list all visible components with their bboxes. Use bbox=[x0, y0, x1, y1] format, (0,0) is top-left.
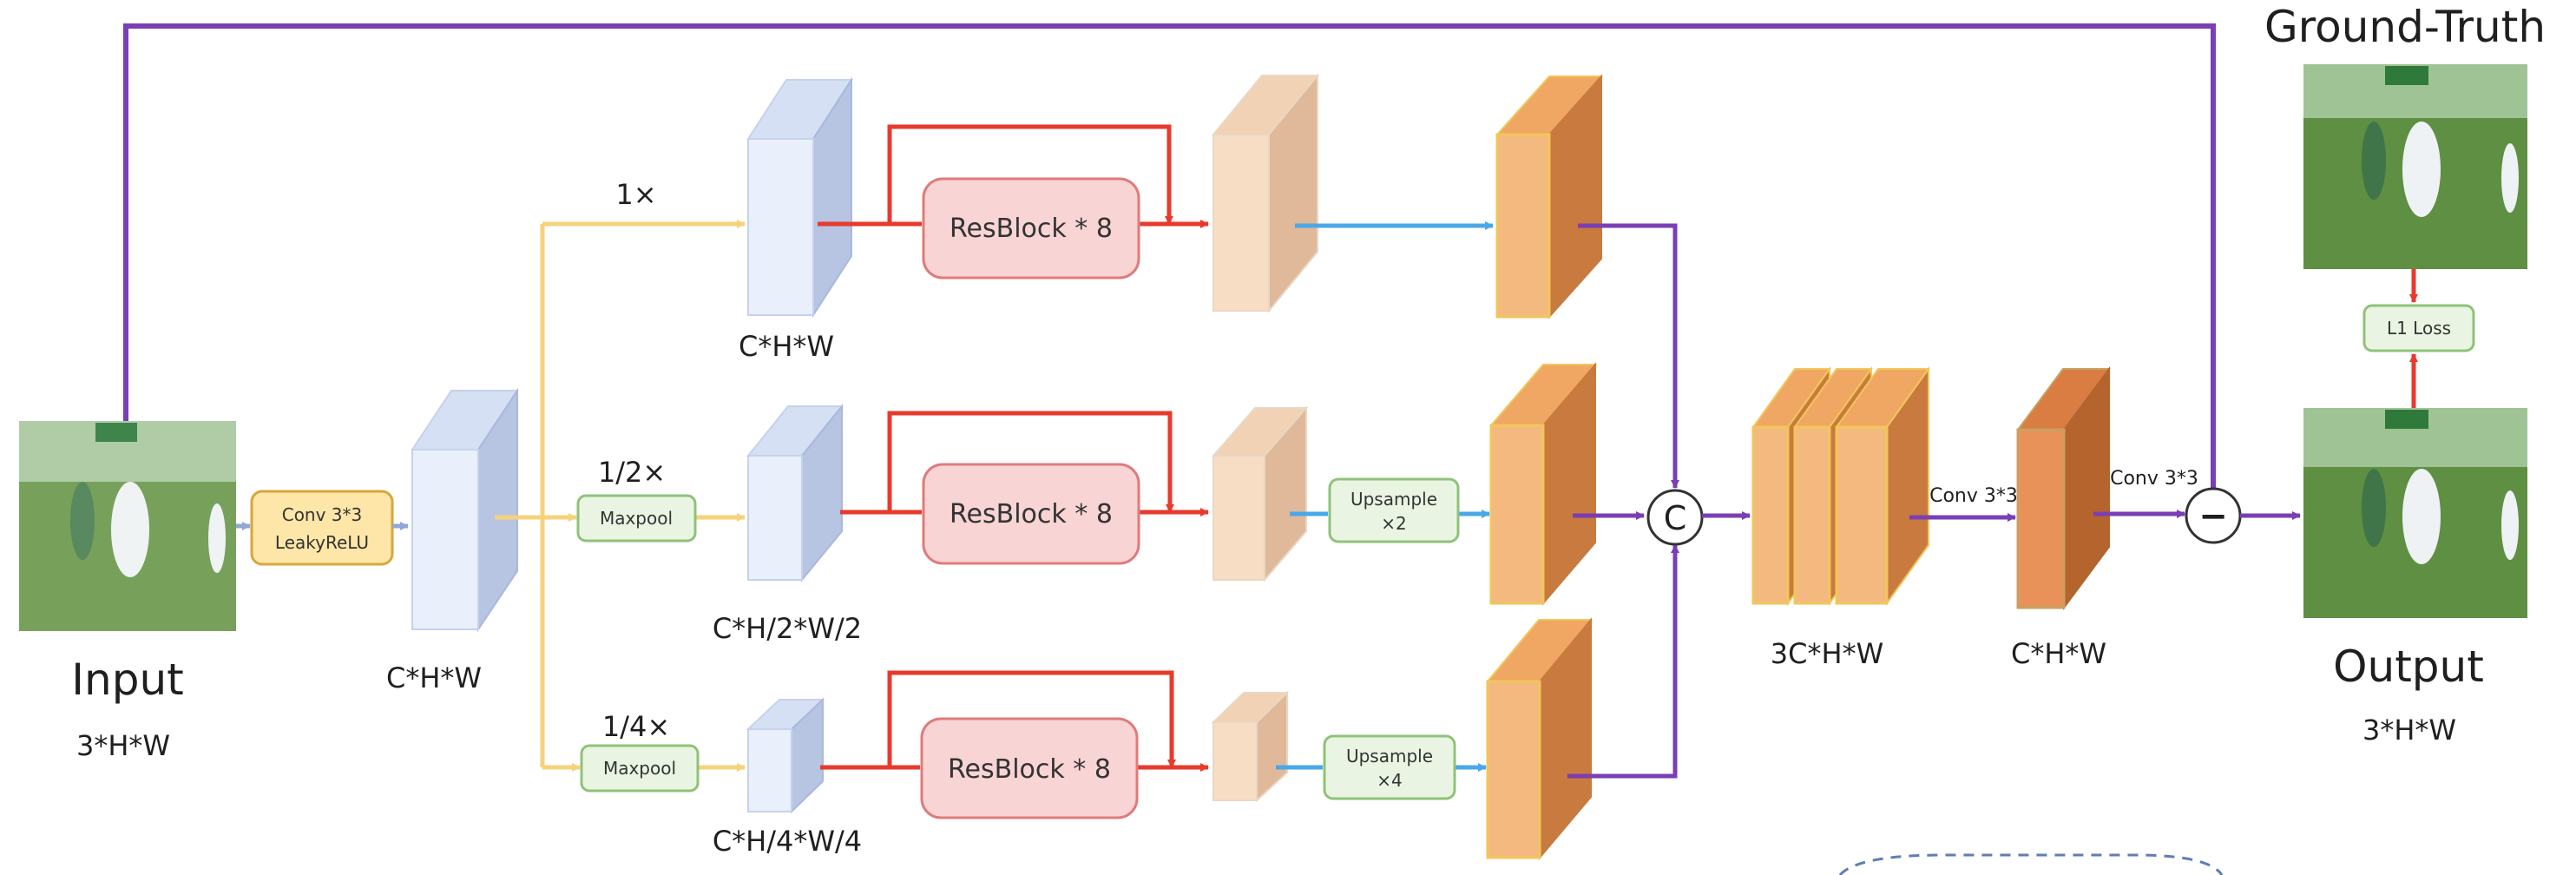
resblock-label-3: ResBlock * 8 bbox=[948, 754, 1111, 785]
output-image bbox=[2303, 408, 2527, 618]
concat-node: C bbox=[1646, 489, 1704, 546]
upsample-x4-line2: ×4 bbox=[1377, 770, 1402, 791]
conv-label-1: Conv 3*3 bbox=[1929, 485, 2018, 507]
final-feature-dims: C*H*W bbox=[2011, 637, 2106, 670]
resblock-label-2: ResBlock * 8 bbox=[950, 499, 1113, 530]
scale-label-quarter: 1/4× bbox=[602, 710, 670, 743]
branch3-resblock-output bbox=[1211, 690, 1290, 803]
maxpool-label-2: Maxpool bbox=[603, 758, 676, 779]
branch2-upsampled-block bbox=[1488, 362, 1598, 606]
resblock-box-3: ResBlock * 8 bbox=[920, 717, 1139, 819]
branch3-dims: C*H/4*W/4 bbox=[713, 825, 862, 858]
conv-leakyrelu-box: Conv 3*3 LeakyReLU bbox=[250, 490, 394, 566]
branch1-upsampled-block bbox=[1495, 74, 1604, 319]
conv-box-line1: Conv 3*3 bbox=[282, 504, 363, 525]
branch1-input-block bbox=[746, 76, 853, 319]
resblock-box-2: ResBlock * 8 bbox=[922, 463, 1140, 565]
maxpool-label-1: Maxpool bbox=[600, 508, 673, 529]
subtract-symbol: − bbox=[2198, 497, 2228, 536]
upsample-x2-box: Upsample ×2 bbox=[1328, 477, 1460, 543]
input-dims: 3*H*W bbox=[76, 729, 170, 762]
arrow-branch1-concat bbox=[1578, 223, 1679, 489]
output-dims: 3*H*W bbox=[2362, 714, 2456, 747]
ground-truth-image bbox=[2303, 64, 2527, 269]
branch1-resblock-output bbox=[1211, 73, 1320, 313]
dashed-outline-partial bbox=[1838, 853, 2224, 875]
upsample-x4-line1: Upsample bbox=[1346, 746, 1433, 766]
input-image bbox=[19, 421, 236, 631]
upsample-x2-line2: ×2 bbox=[1381, 513, 1406, 534]
l1-loss-label: L1 Loss bbox=[2387, 318, 2451, 339]
conv-box-line2: LeakyReLU bbox=[275, 532, 369, 553]
concat-dims: 3C*H*W bbox=[1771, 637, 1883, 670]
resblock-path-3 bbox=[820, 670, 1209, 772]
resblock-label-1: ResBlock * 8 bbox=[950, 214, 1113, 244]
first-feature-dims: C*H*W bbox=[386, 661, 482, 694]
resblock-path-2 bbox=[840, 411, 1209, 516]
branch1-dims: C*H*W bbox=[739, 330, 834, 363]
concat-symbol: C bbox=[1664, 499, 1687, 537]
branch2-resblock-output bbox=[1211, 405, 1309, 582]
maxpool-box-2: Maxpool bbox=[580, 744, 700, 793]
scale-label-1x: 1× bbox=[615, 178, 656, 211]
resblock-path-1 bbox=[818, 124, 1209, 228]
branch3-upsampled-block bbox=[1485, 617, 1594, 860]
skip-connection-arrow bbox=[123, 23, 2218, 497]
upsample-x4-box: Upsample ×4 bbox=[1323, 734, 1456, 800]
scale-label-half: 1/2× bbox=[598, 456, 666, 489]
final-feature-block bbox=[2016, 365, 2111, 611]
maxpool-box-1: Maxpool bbox=[576, 494, 697, 543]
l1-loss-box: L1 Loss bbox=[2362, 304, 2475, 352]
arrow-branch3-concat bbox=[1567, 544, 1679, 779]
conv-label-2: Conv 3*3 bbox=[2110, 468, 2198, 490]
branch-split-lines bbox=[495, 224, 545, 767]
ground-truth-title: Ground-Truth bbox=[2264, 2, 2546, 52]
output-title: Output bbox=[2333, 641, 2484, 692]
concatenated-feature-block bbox=[1751, 365, 1930, 607]
first-feature-block bbox=[411, 387, 519, 633]
branch2-input-block bbox=[746, 404, 844, 582]
subtract-node: − bbox=[2185, 487, 2242, 544]
branch2-dims: C*H/2*W/2 bbox=[713, 612, 862, 645]
input-title: Input bbox=[71, 655, 183, 705]
resblock-box-1: ResBlock * 8 bbox=[922, 177, 1140, 280]
branch3-input-block bbox=[746, 697, 825, 814]
upsample-x2-line1: Upsample bbox=[1350, 489, 1437, 510]
